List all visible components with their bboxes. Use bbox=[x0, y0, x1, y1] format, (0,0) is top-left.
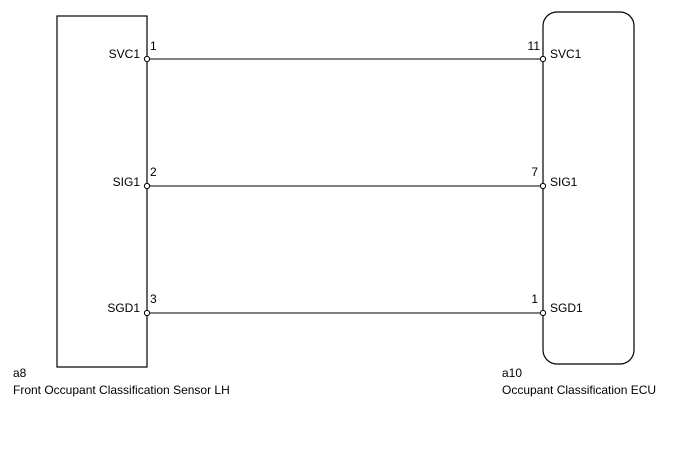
wire-connection-sgd1: SGD1 3 1 SGD1 bbox=[107, 292, 583, 317]
right-pin-label: SIG1 bbox=[550, 175, 578, 189]
left-pin-label: SIG1 bbox=[113, 175, 141, 189]
right-pin-label: SVC1 bbox=[550, 47, 582, 61]
right-component-name: Occupant Classification ECU bbox=[502, 383, 656, 397]
sensor-box bbox=[56, 15, 148, 368]
left-pin-number: 1 bbox=[150, 39, 157, 53]
left-pin-label: SGD1 bbox=[107, 301, 140, 315]
terminal-right bbox=[539, 182, 547, 190]
wire-connection-sig1: SIG1 2 7 SIG1 bbox=[113, 165, 578, 190]
left-pin-label: SVC1 bbox=[109, 47, 141, 61]
right-pin-number: 11 bbox=[528, 39, 541, 53]
left-pin-number: 2 bbox=[150, 165, 157, 179]
left-pin-number: 3 bbox=[150, 292, 157, 306]
terminal-right bbox=[539, 55, 547, 63]
terminal-left bbox=[143, 182, 151, 190]
terminal-right bbox=[539, 309, 547, 317]
left-component-code: a8 bbox=[13, 366, 27, 380]
right-pin-number: 7 bbox=[531, 165, 538, 179]
terminal-left bbox=[143, 55, 151, 63]
left-component-name: Front Occupant Classification Sensor LH bbox=[13, 383, 230, 397]
right-pin-number: 1 bbox=[531, 292, 538, 306]
right-component-code: a10 bbox=[502, 366, 522, 380]
right-pin-label: SGD1 bbox=[550, 301, 583, 315]
terminal-left bbox=[143, 309, 151, 317]
wire-connection-svc1: SVC1 1 11 SVC1 bbox=[109, 39, 582, 63]
